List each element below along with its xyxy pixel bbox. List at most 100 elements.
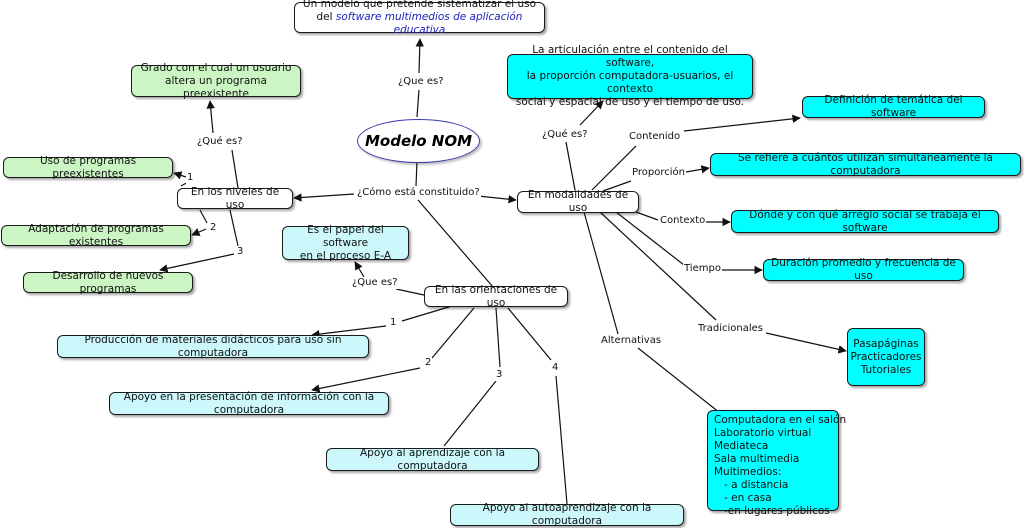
link-contexto: Contexto xyxy=(659,215,707,227)
modalidades-title: En modalidades de uso xyxy=(527,189,629,214)
link-que-es-top: ¿Que es? xyxy=(397,76,445,88)
modalidades-tiempo-node[interactable]: Duración promedio y frecuencia de uso xyxy=(763,257,964,282)
central-title: Modelo NOM xyxy=(364,132,473,150)
link-como-esta: ¿Cómo está constituido? xyxy=(356,187,481,199)
niveles-definition-node[interactable]: Grado con el cual un usuario altera un p… xyxy=(131,61,301,100)
link-n2: 2 xyxy=(209,222,218,234)
tradicionales-item-1: Pasapáginas xyxy=(853,337,919,350)
link-alternativas: Alternativas xyxy=(600,335,663,347)
orientaciones-item-3-label: Apoyo al aprendizaje con la computadora xyxy=(359,446,506,472)
edge-queues-def2 xyxy=(354,261,365,278)
edge-queues-def3 xyxy=(579,100,604,126)
alternativas-item-8: -en lugares públicos xyxy=(714,505,830,517)
proporcion-label: Se refiere a cuántos utilizan simultanea… xyxy=(738,151,993,177)
edge-orient-o2 xyxy=(431,307,475,359)
link-contenido: Contenido xyxy=(628,131,682,143)
niveles-item-1[interactable]: Uso de programas preexistentes xyxy=(3,154,173,180)
link-o2: 2 xyxy=(424,357,433,369)
definition-node-modelo[interactable]: Un modelo que pretende sistematizar el u… xyxy=(294,0,545,36)
edge-n1-item1 xyxy=(173,171,187,180)
link-que-es-niveles: ¿Qué es? xyxy=(196,136,244,148)
edge-central-como xyxy=(415,160,418,187)
edge-como-niveles xyxy=(293,193,355,202)
contenido-label: Definición de temática del software xyxy=(824,94,963,119)
definition-line1: Un modelo que pretende sistematizar el u… xyxy=(302,0,537,10)
orientaciones-title: En las orientaciones de uso xyxy=(434,283,558,309)
edge-que-es-top-def xyxy=(415,38,424,74)
alternativas-item-4: Sala multimedia xyxy=(714,453,800,465)
link-que-es-orient: ¿Que es? xyxy=(351,277,399,289)
edge-o3-item3 xyxy=(443,380,497,447)
edge-niveles-n2 xyxy=(199,209,208,224)
tiempo-label: Duración promedio y frecuencia de uso xyxy=(771,257,956,282)
alternativas-item-6: - a distancia xyxy=(714,479,789,491)
edge-orient-o4 xyxy=(507,307,552,361)
niveles-item-3[interactable]: Desarrollo de nuevos programas xyxy=(23,269,193,295)
central-node-modelo-nom[interactable]: Modelo NOM xyxy=(357,119,480,163)
edge-modal-contenido xyxy=(591,145,637,191)
orient-def-line2: en el proceso E-A xyxy=(299,249,392,262)
modalidades-tradicionales-node[interactable]: Pasapáginas Practicadores Tutoriales xyxy=(847,328,925,386)
modalidades-contexto-node[interactable]: Dónde y con qué arreglo social se trabaj… xyxy=(731,208,999,234)
orientaciones-node[interactable]: En las orientaciones de uso xyxy=(424,283,568,309)
edge-contenido-def xyxy=(683,114,801,132)
alternativas-item-7: - en casa xyxy=(714,492,772,504)
niveles-title: En los niveles de uso xyxy=(190,185,280,211)
edge-como-orient xyxy=(417,199,494,288)
edge-o2-item2 xyxy=(311,367,421,393)
link-proporcion: Proporción xyxy=(631,167,686,179)
edge-modal-tiempo xyxy=(615,211,685,266)
niveles-item-2-label: Adaptación de programas existentes xyxy=(28,222,164,248)
modalidades-proporcion-node[interactable]: Se refiere a cuántos utilizan simultanea… xyxy=(710,151,1021,177)
modalidades-definition-node[interactable]: La articulación entre el contenido del s… xyxy=(507,44,753,108)
link-n1: 1 xyxy=(186,172,195,184)
orient-def-line1: Es el papel del software xyxy=(307,223,384,249)
orientaciones-item-4[interactable]: Apoyo al autoaprendizaje con la computad… xyxy=(450,502,684,527)
alternativas-item-3: Mediateca xyxy=(714,440,769,452)
modalidades-node[interactable]: En modalidades de uso xyxy=(517,189,639,214)
edge-proporcion-def xyxy=(685,165,710,174)
alternativas-item-2: Laboratorio virtual xyxy=(714,427,812,439)
edge-alternativas-def xyxy=(637,347,721,414)
edge-orient-o3 xyxy=(495,307,501,368)
niveles-item-2[interactable]: Adaptación de programas existentes xyxy=(1,222,191,248)
link-o3: 3 xyxy=(495,369,504,381)
edge-central-que-es xyxy=(416,89,420,118)
modal-def-line1: La articulación entre el contenido del s… xyxy=(532,44,728,69)
edge-o1-item1 xyxy=(311,325,387,339)
niveles-item-1-label: Uso de programas preexistentes xyxy=(39,154,137,180)
alternativas-item-5: Multimedios: xyxy=(714,466,782,478)
edge-tradicionales-def xyxy=(765,332,847,354)
definition-line2: del software multimedios de aplicación e… xyxy=(301,11,538,37)
orientaciones-item-3[interactable]: Apoyo al aprendizaje con la computadora xyxy=(326,446,539,472)
definition-line2-prefix: del xyxy=(316,11,336,23)
link-tiempo: Tiempo xyxy=(683,263,722,275)
edge-modal-queues xyxy=(565,141,576,191)
link-que-es-modal: ¿Qué es? xyxy=(541,129,589,141)
modalidades-alternativas-node[interactable]: Computadora en el salón Laboratorio virt… xyxy=(707,410,846,517)
modal-def-line3: social y espacial de uso y el tiempo de … xyxy=(515,96,745,108)
contexto-label: Dónde y con qué arreglo social se trabaj… xyxy=(749,208,981,234)
alternativas-item-1: Computadora en el salón xyxy=(714,414,847,426)
orientaciones-item-2[interactable]: Apoyo en la presentación de información … xyxy=(109,391,389,416)
edge-modal-tradicionales xyxy=(599,211,717,321)
edge-queues-def xyxy=(206,100,215,134)
edge-niveles-n3 xyxy=(229,209,239,247)
niveles-def-line2: altera un programa preexistente xyxy=(165,74,267,100)
niveles-item-3-label: Desarrollo de nuevos programas xyxy=(52,269,164,295)
link-o4: 4 xyxy=(551,362,560,374)
link-tradicionales: Tradicionales xyxy=(697,323,765,335)
edge-o4-item4 xyxy=(555,375,568,505)
orientaciones-definition-node[interactable]: Es el papel del software en el proceso E… xyxy=(282,223,409,262)
orientaciones-item-1-label: Producción de materiales didácticos para… xyxy=(84,333,342,359)
orientaciones-item-1[interactable]: Producción de materiales didácticos para… xyxy=(57,333,369,359)
modal-def-line2: la proporción computadora-usuarios, el c… xyxy=(526,70,734,95)
edge-orient-queues xyxy=(395,288,425,296)
niveles-def-line1: Grado con el cual un usuario xyxy=(140,61,292,74)
niveles-node[interactable]: En los niveles de uso xyxy=(177,185,293,211)
tradicionales-item-2: Practicadores xyxy=(850,350,922,363)
edge-n3-item3 xyxy=(159,253,235,273)
modalidades-contenido-node[interactable]: Definición de temática del software xyxy=(802,94,985,119)
edge-niveles-queues xyxy=(231,149,239,189)
